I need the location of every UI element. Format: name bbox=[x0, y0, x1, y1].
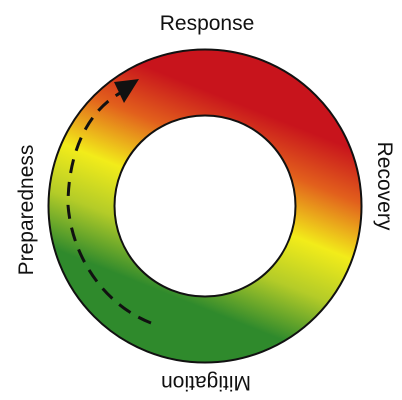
phase-label-recovery: Recovery bbox=[373, 142, 396, 231]
phase-label-response: Response bbox=[160, 12, 255, 35]
phase-label-mitigation: Mitigation bbox=[161, 371, 251, 394]
arrowhead-icon bbox=[114, 79, 139, 103]
dashed-cycle-arrow bbox=[66, 90, 152, 325]
cycle-ring bbox=[48, 49, 362, 363]
phase-label-preparedness: Preparedness bbox=[15, 145, 38, 276]
ring-outer-edge bbox=[47, 48, 363, 364]
ring-inner-edge bbox=[113, 114, 297, 298]
